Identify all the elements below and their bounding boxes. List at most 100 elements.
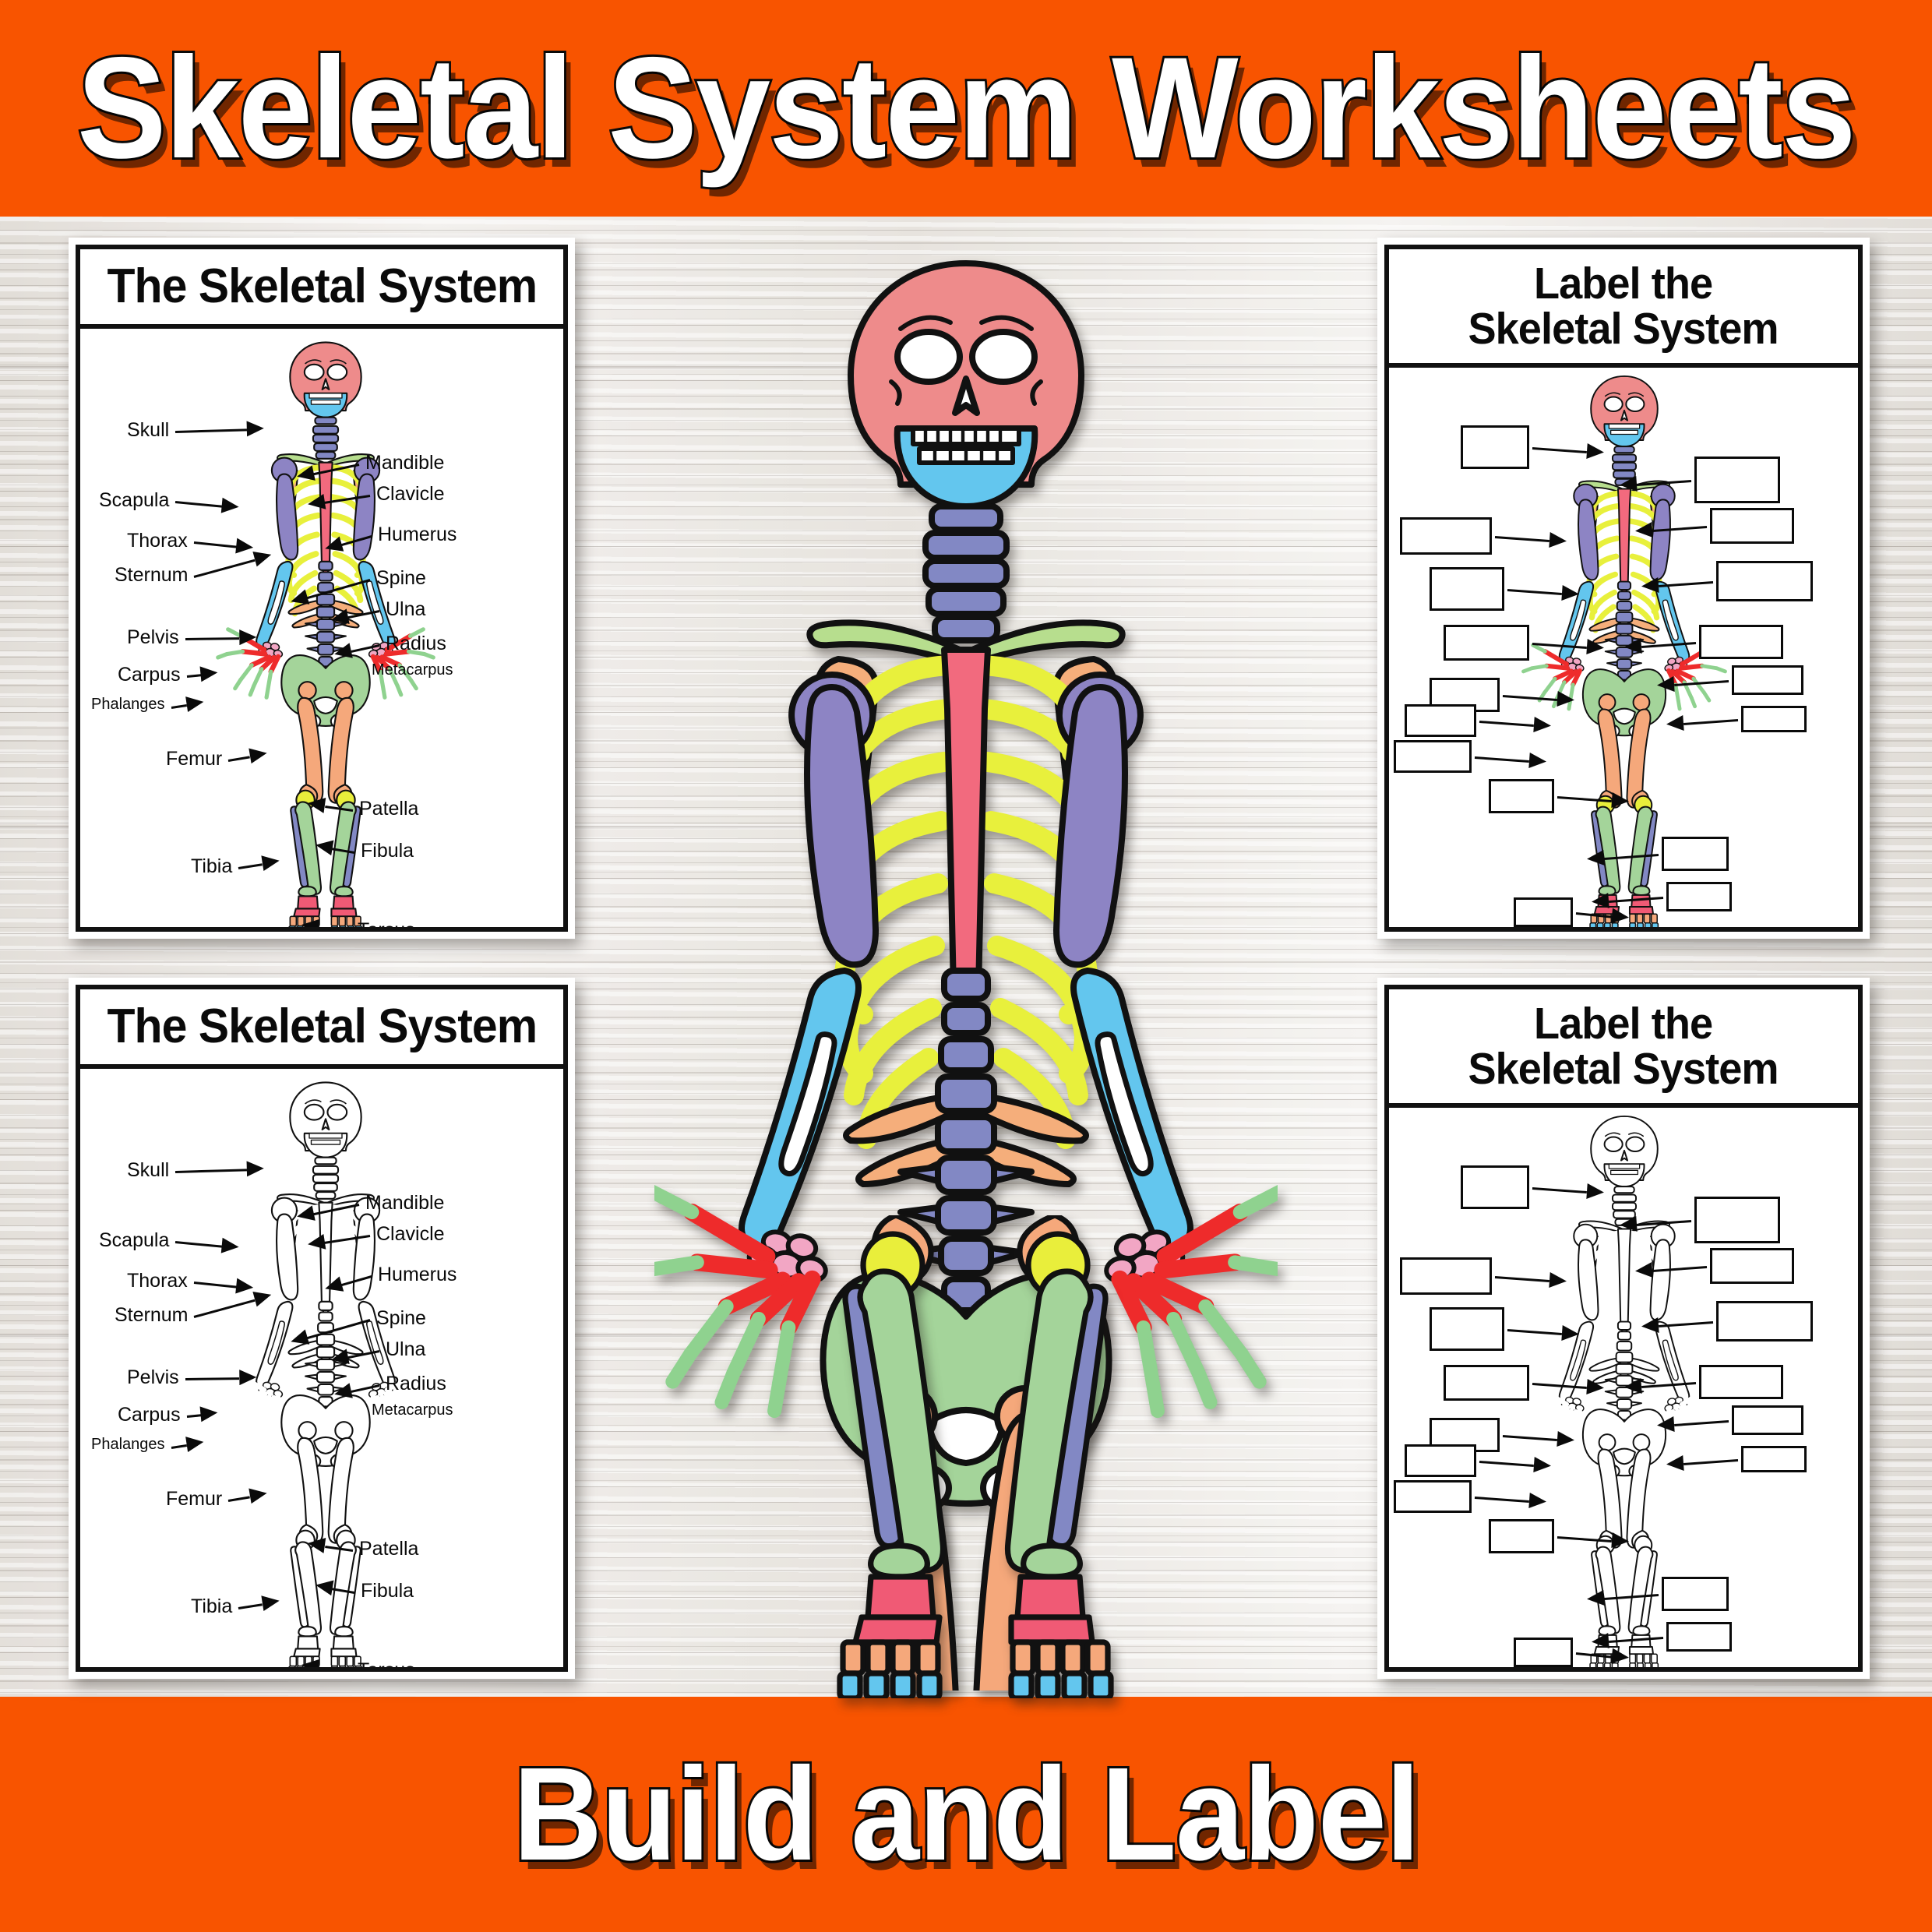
bone-label: Tarsus <box>358 1661 415 1668</box>
leader-arrowhead <box>261 852 281 872</box>
worksheet-title: The Skeletal System <box>107 259 538 314</box>
bone-label: Femur <box>166 748 223 770</box>
answer-box[interactable] <box>1405 704 1476 737</box>
leader-arrowhead <box>1656 676 1675 693</box>
bone-label: Ulna <box>386 598 426 620</box>
leader-arrowhead <box>1619 1216 1638 1233</box>
leader-arrowhead <box>249 1485 269 1504</box>
central-skeleton-legs <box>796 1212 1155 1701</box>
worksheet-title-line1: Label the <box>1534 258 1713 308</box>
leader-arrowhead <box>306 1234 326 1253</box>
worksheet-bottom-left[interactable]: The Skeletal System <box>69 978 575 1679</box>
worksheet-top-left[interactable]: The Skeletal System <box>69 238 575 939</box>
answer-box[interactable] <box>1400 1257 1492 1295</box>
mini-skeleton-color <box>166 337 485 927</box>
leader-arrowhead <box>1634 1262 1653 1279</box>
leader-arrowhead <box>1586 1590 1605 1607</box>
worksheet-title: Label the Skeletal System <box>1468 261 1779 351</box>
answer-box[interactable] <box>1662 1577 1729 1611</box>
bone-label: Thorax <box>127 530 188 552</box>
answer-box[interactable] <box>1461 1165 1529 1209</box>
answer-box[interactable] <box>1400 517 1492 555</box>
leader-arrowhead <box>314 1577 334 1596</box>
answer-box[interactable] <box>1514 1638 1573 1667</box>
bone-label: Patella <box>359 798 419 820</box>
answer-box[interactable] <box>1694 1197 1780 1243</box>
answer-box[interactable] <box>1430 1307 1504 1351</box>
mini-skeleton-outline <box>166 1077 485 1667</box>
leader-arrowhead <box>1666 1455 1684 1472</box>
leader-arrowhead <box>1656 1416 1675 1433</box>
answer-box[interactable] <box>1732 1405 1803 1435</box>
answer-box[interactable] <box>1741 706 1807 732</box>
answer-box[interactable] <box>1710 508 1794 544</box>
worksheet-title-box: The Skeletal System <box>80 989 563 1069</box>
leader-arrowhead <box>1561 1325 1580 1342</box>
bone-label: Pelvis <box>127 1366 179 1388</box>
leader-arrowhead <box>306 494 326 513</box>
answer-box[interactable] <box>1716 561 1813 601</box>
answer-box[interactable] <box>1666 882 1732 911</box>
bone-label: Ulna <box>386 1338 426 1360</box>
bottom-banner: Build and Label <box>0 1697 1932 1932</box>
answer-box[interactable] <box>1710 1248 1794 1284</box>
worksheet-diagram-area <box>1389 1108 1858 1667</box>
leader-arrowhead <box>1591 1633 1609 1650</box>
leader-arrowhead <box>235 1278 254 1296</box>
answer-box[interactable] <box>1489 1519 1554 1553</box>
answer-box[interactable] <box>1405 1444 1476 1477</box>
bone-label: Mandible <box>365 1192 445 1214</box>
leader-arrowhead <box>221 497 240 515</box>
top-banner: Skeletal System Worksheets <box>0 0 1932 217</box>
answer-box[interactable] <box>1444 625 1529 661</box>
answer-box[interactable] <box>1444 1365 1529 1401</box>
leader-arrowhead <box>1624 638 1642 655</box>
leader-arrowhead <box>185 1433 205 1452</box>
answer-box[interactable] <box>1514 897 1573 927</box>
worksheet-bottom-right[interactable]: Label the Skeletal System <box>1377 978 1870 1679</box>
leader-arrowhead <box>1549 1272 1567 1289</box>
answer-box[interactable] <box>1430 567 1504 611</box>
leader-arrowhead <box>1619 476 1638 493</box>
bone-label: Skull <box>127 1159 170 1181</box>
answer-box[interactable] <box>1741 1446 1807 1472</box>
leader-arrowhead <box>238 1369 257 1386</box>
worksheet-title: The Skeletal System <box>107 999 538 1054</box>
answer-box[interactable] <box>1461 425 1529 469</box>
worksheet-title-box: Label the Skeletal System <box>1389 989 1858 1108</box>
answer-box[interactable] <box>1666 1622 1732 1652</box>
bone-label: Sternum <box>115 1304 189 1326</box>
worksheet-title-line2: Skeletal System <box>1468 304 1779 354</box>
leader-arrowhead <box>1528 753 1547 770</box>
leader-arrowhead <box>185 693 205 712</box>
answer-box[interactable] <box>1716 1301 1813 1341</box>
bone-label: Skull <box>127 419 170 441</box>
leader-arrowhead <box>238 629 257 646</box>
worksheet-top-right[interactable]: Label the Skeletal System <box>1377 238 1870 939</box>
leader-arrowhead <box>1533 717 1552 734</box>
bone-label: Phalanges <box>91 696 165 713</box>
bone-label: Thorax <box>127 1270 188 1292</box>
bone-label: Tarsus <box>358 921 415 928</box>
leader-arrowhead <box>246 420 265 437</box>
leader-arrowhead <box>1624 1378 1642 1395</box>
leader-arrowhead <box>306 1535 326 1553</box>
bone-label: Metacarpus <box>372 1401 453 1419</box>
leader-arrowhead <box>1528 1493 1547 1510</box>
leader-arrowhead <box>249 745 269 764</box>
answer-box[interactable] <box>1699 1365 1783 1399</box>
bone-label: Tibia <box>191 855 233 877</box>
answer-box[interactable] <box>1394 740 1472 773</box>
mini-skeleton-color <box>1468 371 1780 927</box>
answer-box[interactable] <box>1694 457 1780 503</box>
bone-label: Scapula <box>99 489 170 511</box>
leader-arrowhead <box>1634 522 1653 539</box>
answer-box[interactable] <box>1699 625 1783 659</box>
bone-label: Patella <box>359 1538 419 1560</box>
answer-box[interactable] <box>1394 1480 1472 1513</box>
leader-arrowhead <box>1586 639 1605 656</box>
answer-box[interactable] <box>1662 837 1729 871</box>
answer-box[interactable] <box>1489 779 1554 813</box>
answer-box[interactable] <box>1732 665 1803 695</box>
